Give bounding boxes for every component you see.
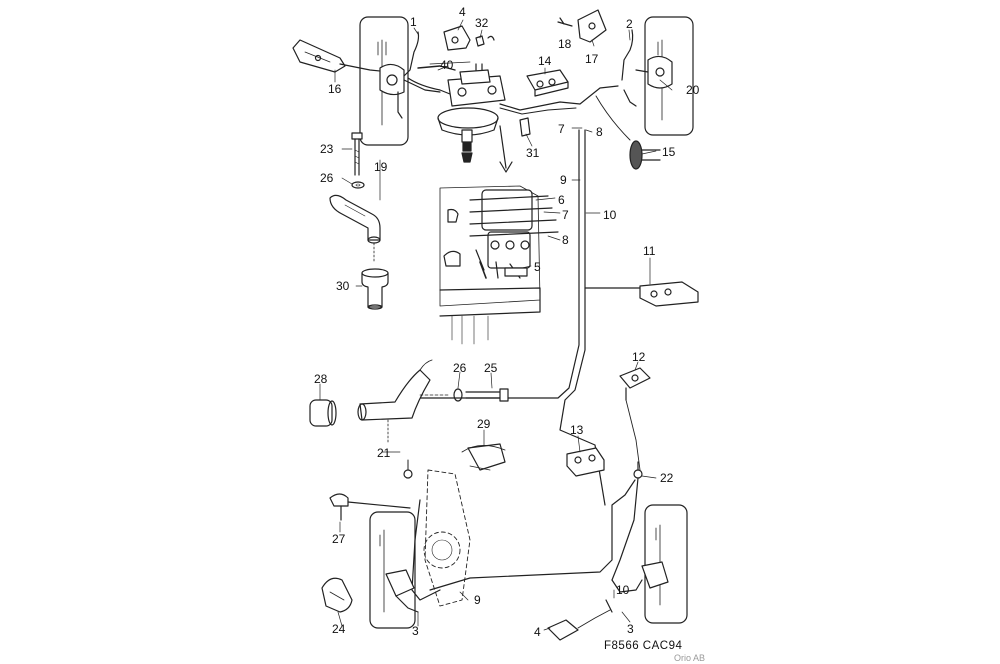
bushing-28 <box>309 399 337 427</box>
callout-27: 27 <box>332 532 346 546</box>
bleeder-27 <box>329 493 411 521</box>
master-cylinder <box>447 63 506 107</box>
callout-24: 24 <box>332 622 346 636</box>
callout-25: 25 <box>484 361 498 375</box>
callout-26b: 26 <box>453 361 467 375</box>
connector-block-13 <box>566 447 605 477</box>
callout-9b: 9 <box>474 593 481 607</box>
callout-10b: 10 <box>616 583 630 597</box>
callout-1: 1 <box>410 15 417 29</box>
bolt-18 <box>557 17 573 27</box>
bolt-23 <box>351 132 363 176</box>
bracket-4b <box>547 609 611 641</box>
bolt-25 <box>465 388 509 402</box>
brake-line-9 <box>419 129 580 399</box>
clamp-12 <box>619 367 651 401</box>
bracket-29 <box>461 443 506 471</box>
callout-22: 22 <box>660 471 674 485</box>
figure-code: F8566 CAC94 <box>604 640 683 652</box>
callout-30: 30 <box>336 279 350 293</box>
callout-21: 21 <box>377 446 391 460</box>
washer-26 <box>351 181 365 189</box>
callout-19: 19 <box>374 160 388 174</box>
callout-29: 29 <box>477 417 491 431</box>
front-left-caliper <box>292 39 441 119</box>
callout-8: 8 <box>596 125 603 139</box>
brake-line-front-left <box>407 77 471 101</box>
connector-block-14 <box>526 69 569 97</box>
rear-axle-dashed <box>423 469 471 607</box>
callout-18: 18 <box>558 37 572 51</box>
front-right-caliper <box>623 55 673 107</box>
callout-13: 13 <box>570 423 584 437</box>
connector-block-11 <box>584 281 699 307</box>
brake-line-front-cross <box>499 85 619 111</box>
callout-23: 23 <box>320 142 334 156</box>
brake-line-10 <box>559 129 606 506</box>
callout-3: 3 <box>412 624 419 638</box>
reservoir-bracket-4 <box>443 25 471 51</box>
callout-8b: 8 <box>562 233 569 247</box>
leader-lines <box>319 19 673 631</box>
detail-arrow <box>499 125 513 173</box>
brake-line-rear-left <box>411 499 441 601</box>
callout-3b: 3 <box>627 622 634 636</box>
callout-31: 31 <box>526 146 540 160</box>
brake-hose-2 <box>621 29 634 81</box>
hose-40 <box>417 65 456 71</box>
wheel-rear-left <box>369 511 416 629</box>
guide-pin-19 <box>329 194 381 263</box>
callout-4b: 4 <box>534 625 541 639</box>
callout-17: 17 <box>585 52 599 66</box>
callout-16: 16 <box>328 82 342 96</box>
callout-6: 6 <box>558 193 565 207</box>
brake-line-rear-9 <box>429 479 636 591</box>
callout-32: 32 <box>475 16 489 30</box>
grommet-15 <box>629 140 661 170</box>
brake-hose-1 <box>403 31 420 77</box>
callout-26: 26 <box>320 171 334 185</box>
bushing-30 <box>361 268 389 310</box>
caliper-bracket-24 <box>321 577 353 613</box>
callout-7: 7 <box>558 122 565 136</box>
credit-text: Orio AB <box>674 653 706 663</box>
callout-20: 20 <box>686 83 700 97</box>
callout-12: 12 <box>632 350 646 364</box>
rear-right-caliper <box>605 561 669 613</box>
brake-booster <box>437 107 499 163</box>
callout-2: 2 <box>626 17 633 31</box>
clip-32 <box>475 35 495 47</box>
abs-hydraulic-unit <box>439 185 559 345</box>
callout-28: 28 <box>314 372 328 386</box>
callout-14: 14 <box>538 54 552 68</box>
callout-40: 40 <box>440 58 454 72</box>
callout-15: 15 <box>662 145 676 159</box>
guide-pin-21 <box>357 359 433 443</box>
callout-11: 11 <box>643 244 656 258</box>
callout-9: 9 <box>560 173 567 187</box>
callout-5: 5 <box>534 260 541 274</box>
front-right-bracket-17 <box>577 9 607 43</box>
clip-31 <box>519 117 531 137</box>
callout-4: 4 <box>459 5 466 19</box>
rear-left-caliper <box>385 569 419 613</box>
callout-10: 10 <box>603 208 617 222</box>
washer-26b <box>453 388 463 402</box>
callout-7b: 7 <box>562 208 569 222</box>
